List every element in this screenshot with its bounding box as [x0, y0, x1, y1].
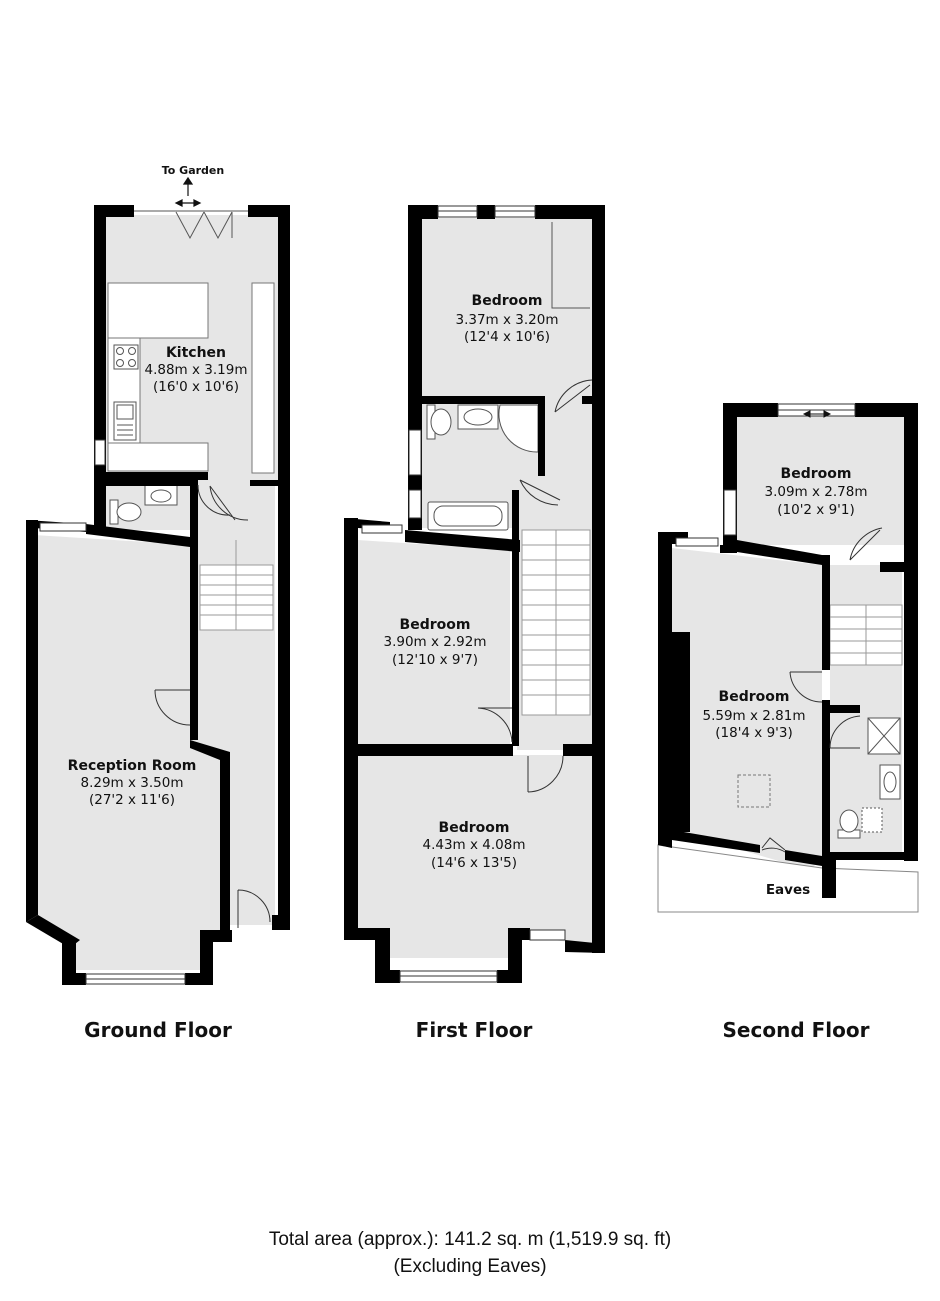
total-area: Total area (approx.): 141.2 sq. m (1,519…	[268, 1229, 672, 1250]
first-floor-bedroom-1-metric: 3.37m x 3.20m	[456, 312, 559, 328]
first-floor-bedroom-2-name: Bedroom	[400, 617, 471, 633]
first-floor-bedroom-3-imperial: (14'6 x 13'5)	[431, 855, 517, 871]
second-floor-bedroom-1-metric: 3.09m x 2.78m	[765, 484, 868, 500]
shower-room-fixtures	[837, 717, 901, 839]
reception-room-imperial: (27'2 x 11'6)	[89, 792, 175, 808]
first-floor-walls	[344, 205, 605, 983]
wc-basin-icon	[144, 484, 178, 506]
second-floor-bedroom-2-name: Bedroom	[719, 689, 790, 705]
second-floor-bedroom-1-name: Bedroom	[781, 466, 852, 482]
first-floor-windows	[361, 205, 566, 983]
reception-room-metric: 8.29m x 3.50m	[81, 775, 184, 791]
second-floor-plan: Bedroom 3.09m x 2.78m (10'2 x 9'1) Bedro…	[657, 403, 919, 1042]
bathroom-fixtures	[426, 404, 539, 531]
second-floor-stairs	[829, 604, 903, 666]
second-floor-walls	[658, 403, 918, 898]
wardrobe-outline	[551, 222, 590, 309]
first-floor-label: First Floor	[416, 1018, 533, 1042]
second-floor-windows	[675, 403, 856, 547]
first-floor-bedroom-1-imperial: (12'4 x 10'6)	[464, 329, 550, 345]
to-garden-label: To Garden	[162, 164, 224, 177]
ground-floor-stairs	[199, 540, 274, 631]
kitchen-fixtures	[107, 282, 275, 474]
first-floor-bedroom-2-metric: 3.90m x 2.92m	[384, 634, 487, 650]
second-floor-area	[672, 415, 904, 870]
first-floor-doors	[477, 379, 593, 793]
ground-floor-label: Ground Floor	[84, 1018, 232, 1042]
wc-toilet-icon	[109, 499, 142, 525]
excluding-eaves-note: (Excluding Eaves)	[393, 1256, 547, 1277]
eaves-label: Eaves	[766, 882, 810, 898]
first-floor-bedroom-3-name: Bedroom	[439, 820, 510, 836]
garden-arrow-icon	[174, 176, 202, 207]
garden-doors	[134, 210, 248, 240]
first-floor-bedroom-1-name: Bedroom	[472, 293, 543, 309]
first-floor-stairs	[521, 529, 591, 716]
first-floor-area	[358, 218, 592, 958]
window-arrow-icon	[802, 410, 832, 418]
second-floor-label: Second Floor	[723, 1018, 870, 1042]
ground-floor-plan: To Garden Kitchen 4.88m x 3.19m (16'0 x …	[26, 164, 290, 1042]
first-floor-bedroom-3-metric: 4.43m x 4.08m	[423, 837, 526, 853]
ground-floor-walls	[26, 205, 290, 985]
ground-floor-windows	[39, 439, 186, 985]
second-floor-bedroom-2-imperial: (18'4 x 9'3)	[715, 725, 792, 741]
eaves-outline	[657, 844, 919, 913]
ground-floor-doors	[154, 484, 271, 928]
first-floor-bedroom-2-imperial: (12'10 x 9'7)	[392, 652, 478, 668]
second-floor-bedroom-1-imperial: (10'2 x 9'1)	[777, 502, 854, 518]
kitchen-sink-icon	[113, 401, 137, 441]
kitchen-name: Kitchen	[166, 345, 226, 361]
skylight	[737, 774, 771, 808]
kitchen-metric: 4.88m x 3.19m	[145, 362, 248, 378]
hob-icon	[113, 344, 139, 370]
reception-room-name: Reception Room	[68, 758, 197, 774]
second-floor-doors	[761, 527, 883, 853]
first-floor-plan: Bedroom 3.37m x 3.20m (12'4 x 10'6) Bedr…	[344, 205, 605, 1042]
second-floor-bedroom-2-metric: 5.59m x 2.81m	[703, 708, 806, 724]
kitchen-imperial: (16'0 x 10'6)	[153, 379, 239, 395]
